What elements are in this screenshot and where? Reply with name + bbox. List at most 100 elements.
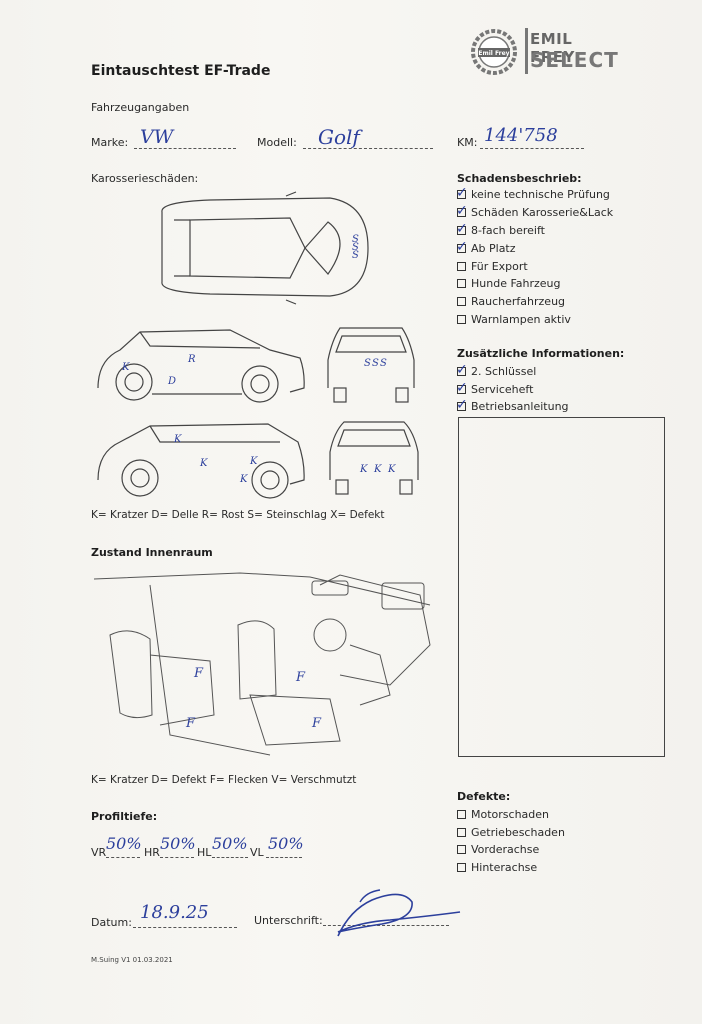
defects-heading: Defekte: [457,790,511,803]
checkbox-label: Serviceheft [471,383,534,396]
checkbox-gearbox-damage[interactable]: Getriebeschaden [457,826,565,839]
damage-mark: K [359,464,368,475]
checkbox-warning-lights[interactable]: Warnlampen aktiv [457,313,571,326]
checkbox-label: keine technische Prüfung [471,188,610,201]
hr-underline [160,857,194,858]
damage-mark: S [352,242,359,253]
interior-mark: F [295,670,306,685]
damage-mark: S [364,358,371,369]
checkbox-dog-vehicle[interactable]: Hunde Fahrzeug [457,277,561,290]
damage-mark: K [121,362,130,373]
checkbox-ab-platz[interactable]: ✓Ab Platz [456,239,516,255]
hl-underline [212,857,248,858]
datum-underline [133,927,237,928]
body-damage-legend: K= Kratzer D= Delle R= Rost S= Steinschl… [91,509,385,521]
damage-mark: S [352,234,359,245]
interior-marks: F F F F [185,666,322,731]
vr-underline [106,857,140,858]
car-side-view-left [97,329,305,403]
checkbox-label: 2. Schlüssel [471,365,537,378]
logo-brand-top: EMIL FREY [530,30,575,66]
marke-value[interactable]: VW [140,126,174,148]
checkbox-label: Raucherfahrzeug [471,295,566,308]
checkbox-label: Für Export [471,260,528,273]
damage-mark: K [249,456,258,467]
hl-value[interactable]: 50% [212,834,248,853]
logo-brand-bottom: SELECT [530,48,619,72]
km-underline [480,148,584,149]
damage-mark: K [199,458,208,469]
damage-mark: K [173,434,182,445]
checkbox-no-technical-check[interactable]: ✓keine technische Prüfung [456,185,610,201]
modell-label: Modell: [257,136,297,149]
vehicle-section-heading: Fahrzeugangaben [91,101,190,114]
hr-value[interactable]: 50% [160,834,196,853]
signature-scribble[interactable] [320,882,470,942]
damage-mark: S [380,358,387,369]
damage-mark: K [239,474,248,485]
km-label: KM: [457,136,478,149]
damage-mark: S [372,358,379,369]
interior-mark: F [193,666,204,681]
modell-underline [303,148,433,149]
interior-mark: F [311,716,322,731]
damage-mark: R [187,354,196,365]
damage-description-heading: Schadensbeschrieb: [457,172,582,185]
checkbox-label: Ab Platz [471,242,516,255]
emil-frey-emblem-icon: Emil Frey [471,29,517,75]
checkbox-label: Vorderachse [471,843,540,856]
damage-mark: K [387,464,396,475]
checkbox-label: Schäden Karosserie&Lack [471,206,614,219]
car-top-view [161,191,369,305]
interior-drawing [93,572,431,756]
checkbox-label: Getriebeschaden [471,826,565,839]
interior-legend: K= Kratzer D= Defekt F= Flecken V= Versc… [91,774,357,786]
interior-heading: Zustand Innenraum [91,546,213,559]
car-body-diagram: S S S K D R S S S K K K K K K K [97,191,419,499]
checkbox-label: Betriebsanleitung [471,400,569,413]
tread-heading: Profiltiefe: [91,810,158,823]
damage-mark: S [352,250,359,261]
emil-frey-logo: Emil Frey EMIL FREY SELECT [470,28,618,78]
checkbox-front-axle[interactable]: Vorderachse [457,843,539,856]
marke-label: Marke: [91,136,129,149]
vr-value[interactable]: 50% [106,834,142,853]
car-rear-view [329,421,419,495]
checkbox-engine-damage[interactable]: Motorschaden [457,808,549,821]
damage-mark: D [167,376,176,387]
vr-label: VR [91,846,107,859]
form-version-footer: M.Suing V1 01.03.2021 [91,956,173,964]
checkbox-label: Warnlampen aktiv [471,313,571,326]
datum-label: Datum: [91,916,132,929]
checkbox-manual[interactable]: ✓Betriebsanleitung [456,397,569,413]
marke-underline [134,148,236,149]
hl-label: HL [197,846,212,859]
checkbox-export[interactable]: Für Export [457,260,528,273]
datum-value[interactable]: 18.9.25 [140,902,209,923]
checkbox-label: Motorschaden [471,808,549,821]
vl-label: VL [250,846,264,859]
interior-diagram: F F F F [93,572,431,756]
body-damage-marks: S S S K D R S S S K K K K K K K [121,234,396,485]
form-title: Eintauschtest EF-Trade [91,63,271,79]
checkbox-rear-axle[interactable]: Hinterachse [457,861,537,874]
checkbox-8-tyres[interactable]: ✓8-fach bereift [456,221,545,237]
hr-label: HR [144,846,160,859]
checkbox-label: Hunde Fahrzeug [471,277,561,290]
vl-value[interactable]: 50% [268,834,304,853]
checkbox-body-paint-damage[interactable]: ✓Schäden Karosserie&Lack [456,203,614,219]
damage-mark: K [373,464,382,475]
checkbox-service-book[interactable]: ✓Serviceheft [456,380,534,396]
car-side-view-right [97,423,305,499]
checkbox-second-key[interactable]: ✓2. Schlüssel [456,362,537,378]
vl-underline [266,857,302,858]
signature-underline [323,925,449,926]
checkbox-smoker-vehicle[interactable]: Raucherfahrzeug [457,295,565,308]
km-value[interactable]: 144'758 [484,125,558,146]
logo-emblem-text: Emil Frey [478,50,509,57]
modell-value[interactable]: Golf [318,125,360,149]
notes-box[interactable] [458,417,665,757]
interior-mark: F [185,716,196,731]
body-damage-heading: Karosserieschäden: [91,172,199,185]
